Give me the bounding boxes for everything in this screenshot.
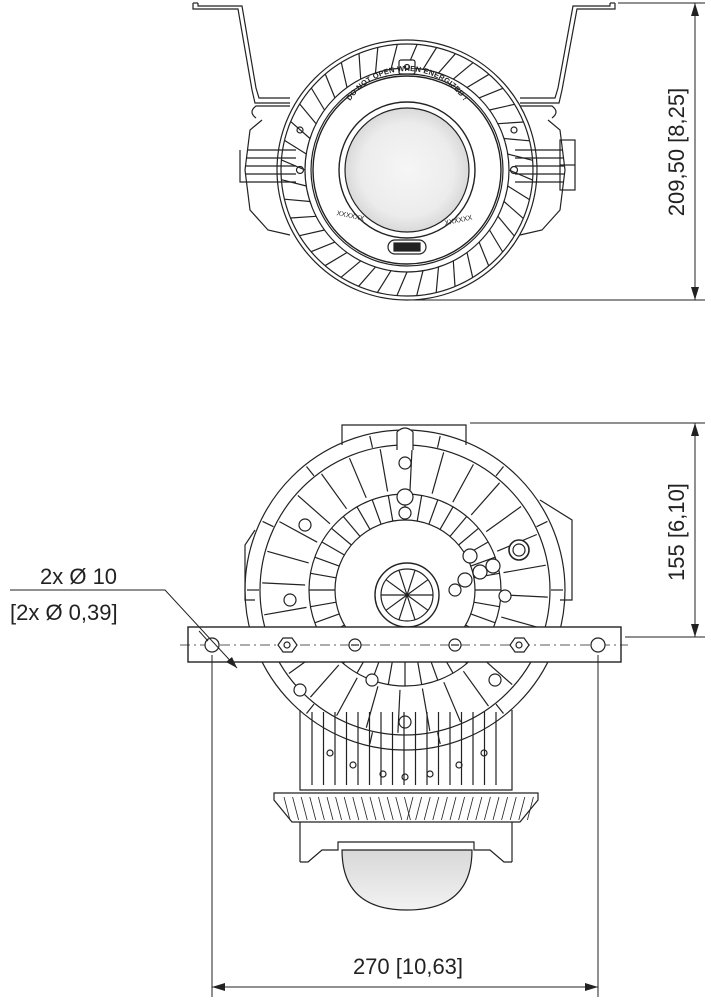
- heat-sink-flange: [273, 792, 539, 823]
- hole-leader: [10, 589, 238, 669]
- hole-label-imperial: [2x Ø 0,39]: [10, 600, 118, 625]
- mounting-bracket: [192, 2, 616, 104]
- top-height-dimension: [410, 2, 705, 301]
- bar-bolts: [277, 637, 530, 653]
- cable-gland: [508, 539, 530, 561]
- cover-ring: [312, 75, 502, 265]
- bottom-width-dimension: [211, 655, 599, 997]
- side-housing-left: [239, 105, 296, 236]
- mounting-hole-left: [204, 637, 220, 653]
- bottom-height-label: 155 [6,10]: [664, 483, 689, 581]
- lens: [344, 107, 470, 233]
- glass-dome: [341, 849, 473, 911]
- warning-text: DO NOT OPEN WHEN ENERGIZED !: [344, 64, 469, 102]
- lens-bezel: [338, 101, 476, 239]
- hole-label-metric: 2x Ø 10: [40, 564, 117, 589]
- mounting-hole-right: [590, 637, 606, 653]
- mounting-bar: [187, 626, 622, 663]
- housing-outer-ring: [276, 39, 538, 301]
- cover-latch: [398, 59, 416, 75]
- top-height-label: 209,50 [8,25]: [664, 88, 689, 216]
- hub-spokes: [381, 570, 433, 620]
- top-view: [192, 2, 616, 301]
- lower-body: [299, 710, 513, 791]
- junction-box: [341, 424, 467, 445]
- housing-fins: [281, 44, 533, 296]
- bottom-height-dimension: [470, 422, 705, 638]
- bottom-width-label: 270 [10,63]: [353, 954, 463, 979]
- bottom-view: [180, 424, 628, 911]
